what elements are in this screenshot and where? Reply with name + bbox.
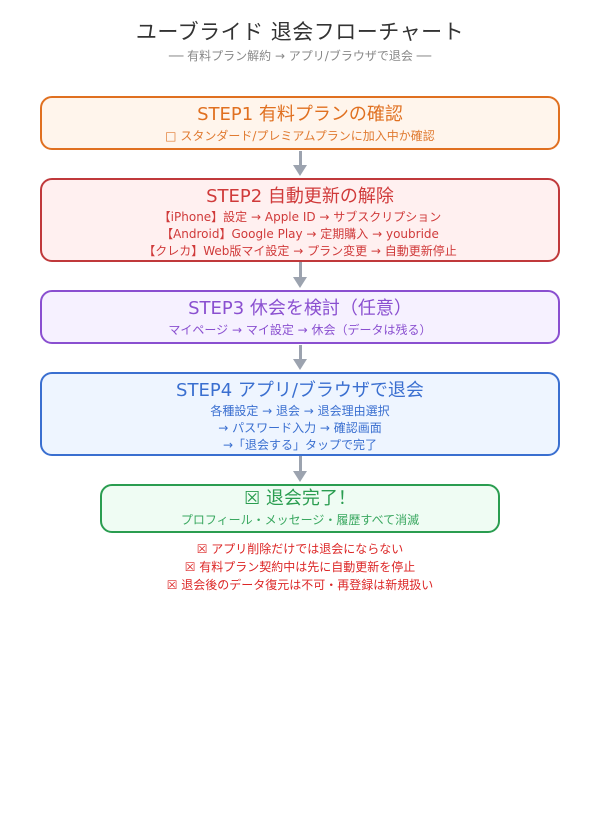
step1-box: STEP1 有料プランの確認 □ スタンダード/プレミアムプランに加入中か確認 [40, 96, 560, 150]
arrow-down-icon [293, 345, 307, 371]
step2-line-card: 【クレカ】Web版マイ設定 → プラン変更 → 自動更新停止 [143, 244, 457, 258]
step4-box: STEP4 アプリ/ブラウザで退会 各種設定 → 退会 → 退会理由選択 → パ… [40, 372, 560, 456]
page-subtitle: ── 有料プラン解約 → アプリ/ブラウザで退会 ── [168, 49, 432, 63]
step4-title: STEP4 アプリ/ブラウザで退会 [176, 380, 424, 401]
arrow-down-icon [293, 456, 307, 483]
arrow-down-icon [293, 262, 307, 289]
step2-line-android: 【Android】Google Play → 定期購入 → youbride [161, 227, 439, 241]
step2-box: STEP2 自動更新の解除 【iPhone】設定 → Apple ID → サブ… [40, 178, 560, 262]
step2-title: STEP2 自動更新の解除 [206, 186, 394, 207]
warning-notes: ☒ アプリ削除だけでは退会にならない ☒ 有料プラン契約中は先に自動更新を停止 … [0, 540, 600, 594]
step3-line: マイページ → マイ設定 → 休会（データは残る） [168, 323, 432, 337]
note-item: ☒ アプリ削除だけでは退会にならない [196, 542, 404, 556]
final-box: ☒ 退会完了！ プロフィール・メッセージ・履歴すべて消滅 [100, 484, 500, 533]
note-item: ☒ 退会後のデータ復元は不可・再登録は新規扱い [166, 578, 434, 592]
note-item: ☒ 有料プラン契約中は先に自動更新を停止 [184, 560, 416, 574]
page-title: ユーブライド 退会フローチャート [135, 20, 465, 44]
step2-line-iphone: 【iPhone】設定 → Apple ID → サブスクリプション [158, 210, 442, 224]
step4-line-3: →「退会する」タップで完了 [222, 438, 378, 452]
step1-line: □ スタンダード/プレミアムプランに加入中か確認 [165, 129, 435, 143]
arrow-down-icon [293, 151, 307, 177]
final-title: ☒ 退会完了！ [244, 488, 356, 509]
step4-line-1: 各種設定 → 退会 → 退会理由選択 [210, 404, 390, 418]
step3-title: STEP3 休会を検討（任意） [188, 298, 412, 319]
final-line: プロフィール・メッセージ・履歴すべて消滅 [180, 513, 420, 527]
step4-line-2: → パスワード入力 → 確認画面 [218, 421, 382, 435]
step3-box: STEP3 休会を検討（任意） マイページ → マイ設定 → 休会（データは残る… [40, 290, 560, 344]
step1-title: STEP1 有料プランの確認 [197, 104, 403, 125]
